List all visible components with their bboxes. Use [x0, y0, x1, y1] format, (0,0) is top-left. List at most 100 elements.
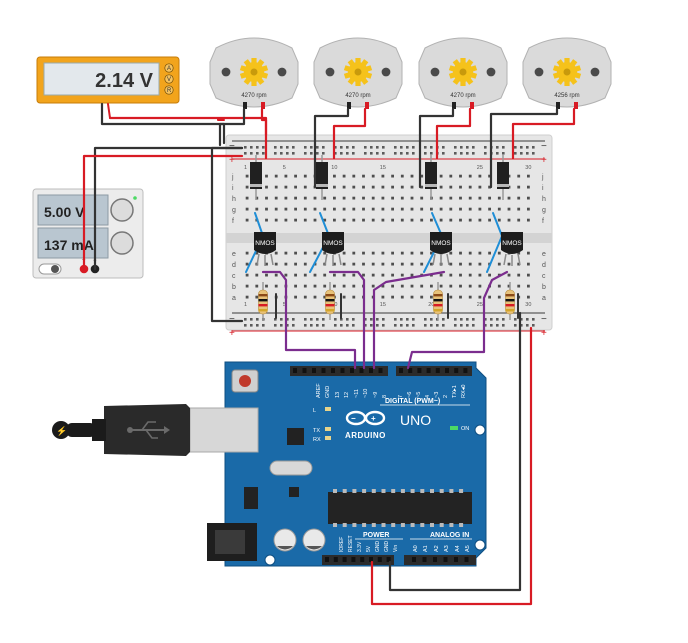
wire-motor1-pos[interactable]	[260, 107, 268, 160]
motor-terminal-neg[interactable]	[556, 102, 560, 109]
voltage-knob[interactable]	[110, 198, 134, 222]
power-switch-knob[interactable]	[51, 265, 59, 273]
diode[interactable]	[497, 155, 509, 200]
header-pin[interactable]	[369, 368, 373, 373]
hole	[245, 295, 249, 299]
diode[interactable]	[250, 155, 262, 200]
terminal-holes	[245, 174, 530, 299]
hole	[497, 196, 501, 200]
wire-motor3-neg[interactable]	[418, 107, 455, 189]
header-pin[interactable]	[445, 368, 449, 373]
hole	[488, 251, 491, 255]
row-letter: j	[541, 174, 544, 181]
motor-terminal-neg[interactable]	[347, 102, 351, 109]
wire-arduino-5v[interactable]	[370, 326, 533, 606]
header-pin[interactable]	[351, 557, 356, 562]
pin-label: 5V	[366, 545, 372, 552]
resistor-band	[505, 309, 515, 312]
motor-terminal-neg[interactable]	[452, 102, 456, 109]
power-label: POWER	[363, 532, 389, 539]
mode-selector[interactable]	[164, 63, 174, 73]
wire-motor1-neg[interactable]	[218, 107, 246, 147]
wire-signal-pin10[interactable]	[261, 270, 357, 370]
current-knob[interactable]	[110, 231, 134, 255]
header-pin[interactable]	[426, 368, 431, 373]
hole	[333, 284, 336, 288]
wire-motor3-pos[interactable]	[435, 107, 472, 160]
header-pin[interactable]	[342, 557, 347, 562]
motor-terminal-pos[interactable]	[470, 102, 474, 109]
header-pin[interactable]	[454, 368, 459, 373]
header-pin[interactable]	[454, 557, 458, 562]
resistor[interactable]	[433, 282, 443, 320]
header-pin[interactable]	[340, 368, 345, 373]
header-pin[interactable]	[386, 557, 391, 562]
header-pin[interactable]	[408, 368, 413, 373]
gear-icon	[552, 58, 582, 86]
dc-motor[interactable]: 4256 rpm	[522, 37, 612, 109]
wire-gnd-rail-link[interactable]	[210, 146, 244, 323]
header-pin[interactable]	[464, 557, 469, 562]
header-pin[interactable]	[333, 557, 338, 562]
header-pin[interactable]	[378, 368, 383, 373]
header-pin[interactable]	[422, 557, 427, 562]
header-pin[interactable]	[302, 368, 307, 373]
hole	[245, 218, 249, 222]
motor-terminal-pos[interactable]	[261, 102, 265, 109]
resistor[interactable]	[258, 282, 268, 320]
reset-button-cap[interactable]	[239, 375, 251, 387]
header-pin[interactable]	[443, 557, 448, 562]
nmos-transistor[interactable]: NMOS	[501, 232, 523, 266]
nmos-transistor[interactable]: NMOS	[254, 232, 276, 266]
dc-motor[interactable]: 4270 rpm	[313, 37, 403, 109]
wire-signal-pin9[interactable]	[328, 270, 366, 370]
wire-arduino-gnd[interactable]	[388, 311, 522, 592]
header-pin[interactable]	[417, 368, 422, 373]
mode-selector[interactable]	[164, 85, 174, 95]
wire-psu-neg[interactable]	[93, 146, 244, 271]
mode-selector[interactable]	[164, 74, 174, 84]
wire-motor2-pos[interactable]	[332, 107, 367, 160]
motor-terminal-neg[interactable]	[243, 102, 247, 109]
header-pin[interactable]	[360, 557, 365, 562]
header-pin[interactable]	[331, 368, 335, 373]
header-pin[interactable]	[359, 368, 364, 373]
wire-signal-pin6[interactable]	[406, 270, 509, 370]
resistor[interactable]	[505, 282, 515, 320]
wire-signal-pin9b[interactable]	[372, 270, 446, 370]
diode[interactable]	[425, 155, 437, 200]
wire-motor4-neg[interactable]	[489, 107, 559, 189]
wire-psu-pos[interactable]	[82, 154, 244, 271]
resistor[interactable]	[325, 282, 335, 320]
motor-terminal-pos[interactable]	[365, 102, 369, 109]
header-pin[interactable]	[325, 557, 329, 562]
header-pin[interactable]	[435, 368, 440, 373]
wire-multimeter-com[interactable]	[100, 102, 226, 145]
hole	[468, 207, 472, 211]
diode[interactable]	[316, 155, 328, 200]
hole	[442, 152, 445, 155]
wire-multimeter-v2[interactable]	[108, 116, 268, 137]
dc-motor[interactable]: 4270 rpm	[209, 37, 299, 109]
header-pin[interactable]	[377, 557, 382, 562]
nmos-transistor[interactable]: NMOS	[430, 232, 452, 266]
header-pin[interactable]	[321, 368, 326, 373]
header-pin[interactable]	[369, 557, 373, 562]
header-pin[interactable]	[350, 368, 354, 373]
dc-motor[interactable]: 4270 rpm	[418, 37, 508, 109]
hole	[245, 273, 249, 277]
wire-motor4-pos[interactable]	[511, 107, 576, 160]
motor-terminal-pos[interactable]	[574, 102, 578, 109]
header-pin[interactable]	[312, 368, 316, 373]
header-pin[interactable]	[463, 368, 468, 373]
gear-tooth	[460, 58, 466, 64]
wire-motor2-neg[interactable]	[313, 107, 350, 189]
hole	[527, 262, 530, 266]
hole	[376, 152, 379, 155]
nmos-transistor[interactable]: NMOS	[322, 232, 344, 266]
header-pin[interactable]	[433, 557, 437, 562]
hole	[370, 324, 373, 327]
header-pin[interactable]	[399, 368, 403, 373]
header-pin[interactable]	[293, 368, 297, 373]
header-pin[interactable]	[412, 557, 416, 562]
